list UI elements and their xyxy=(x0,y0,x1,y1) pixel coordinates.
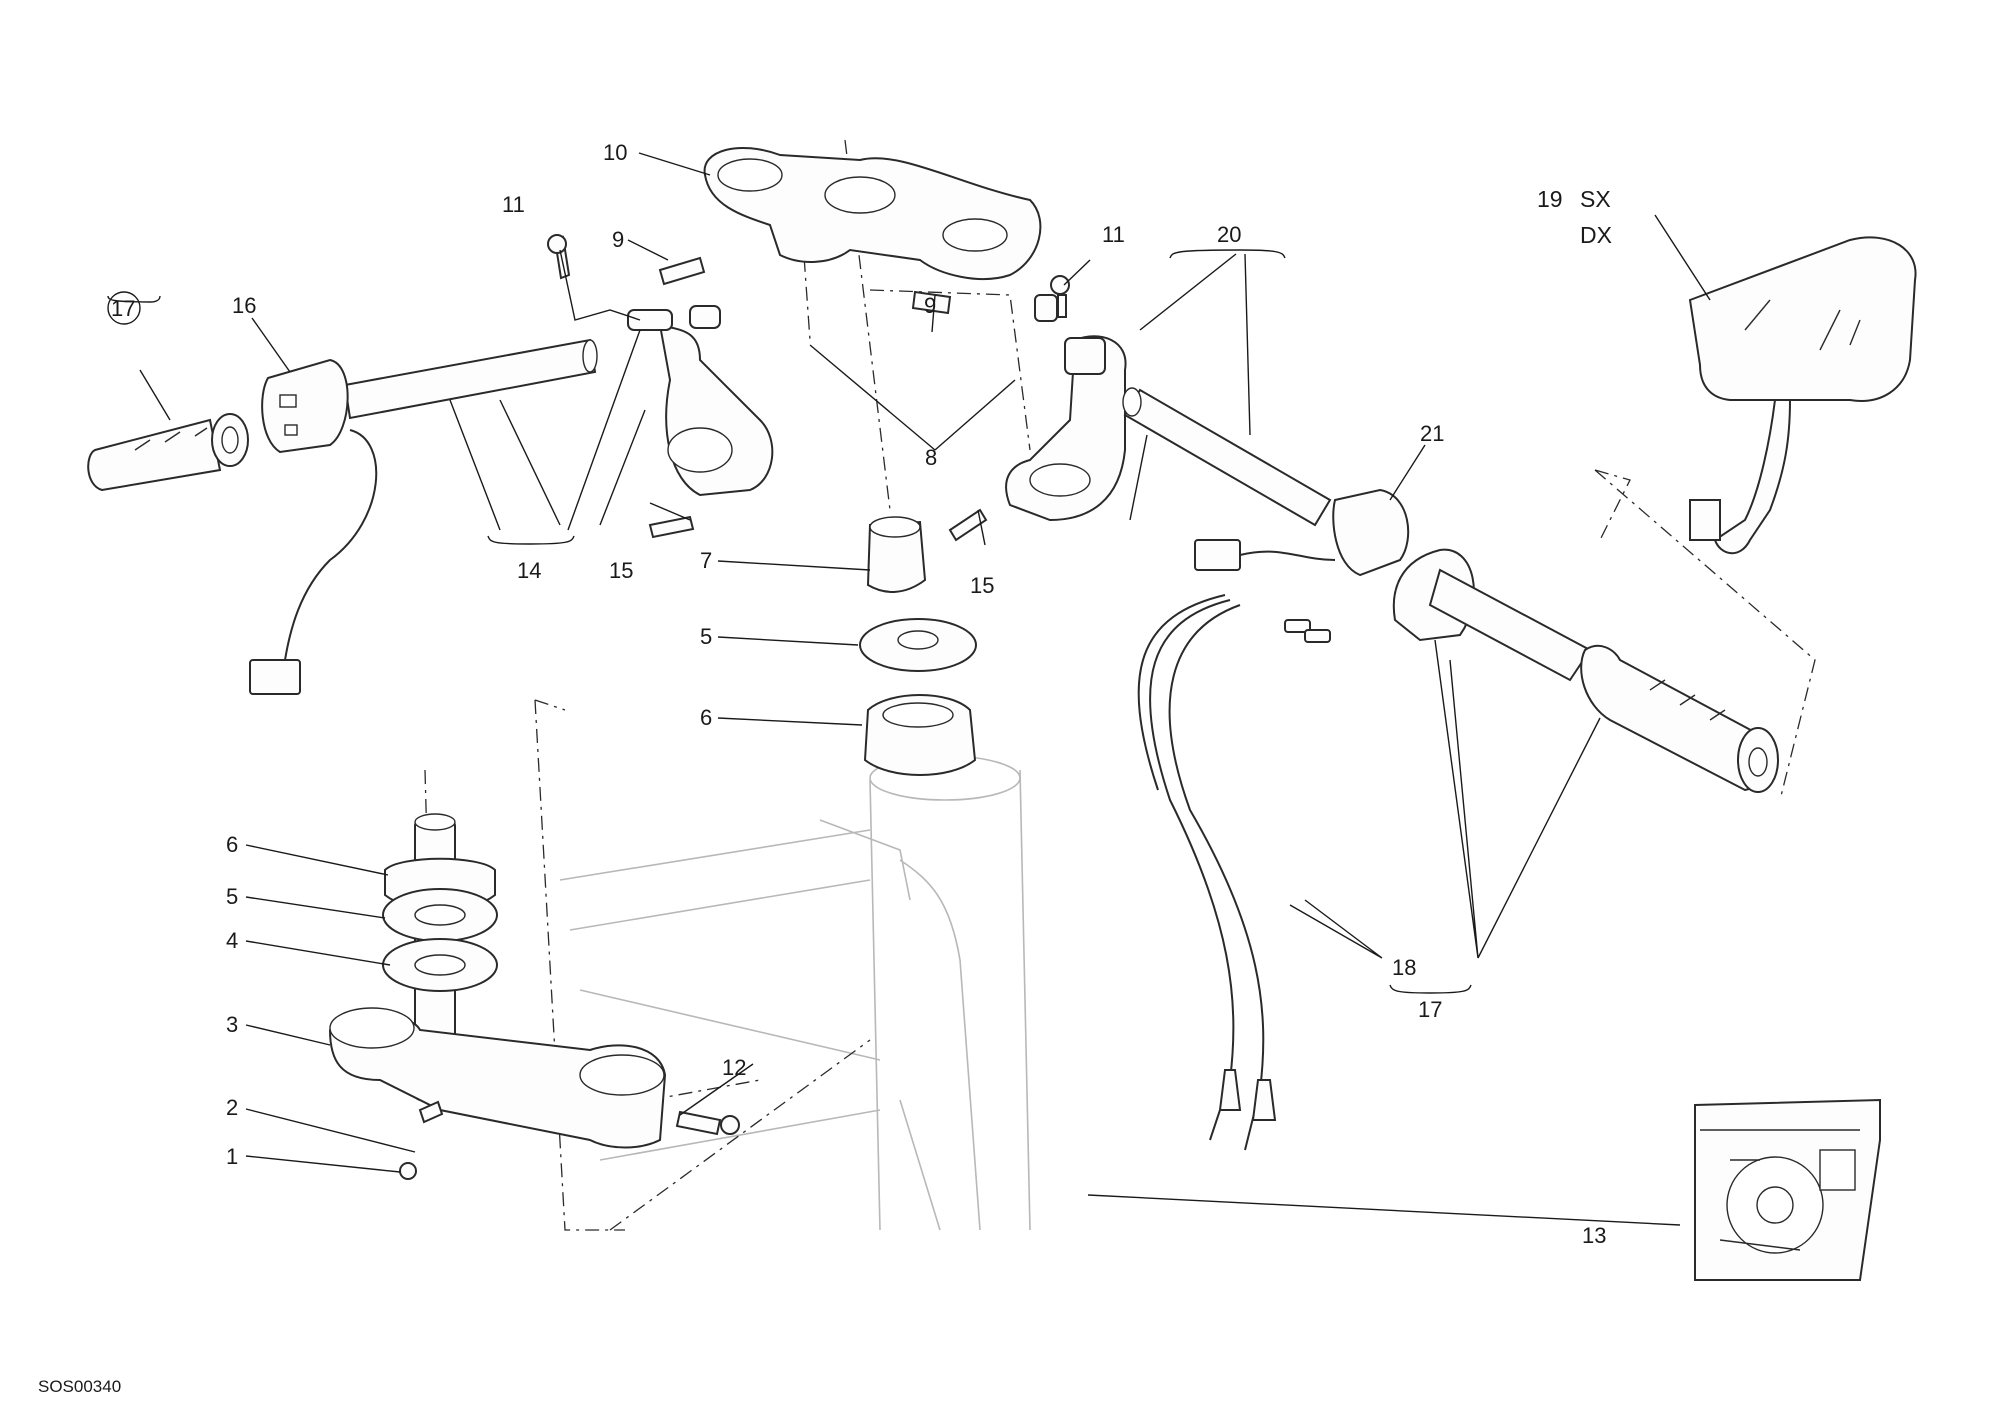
callout-15-left: 15 xyxy=(609,558,633,583)
callout-7: 7 xyxy=(700,548,712,573)
callout-17-circled: 17 xyxy=(107,291,141,325)
left-handlebar-tube xyxy=(343,338,598,420)
callout-3: 3 xyxy=(226,1012,238,1037)
left-handlebar-riser xyxy=(627,305,774,497)
callout-8: 8 xyxy=(925,445,937,470)
callout-21: 21 xyxy=(1420,421,1444,446)
callout-4: 4 xyxy=(226,928,238,953)
callout-11-left: 11 xyxy=(502,192,525,217)
callout-6-upper: 6 xyxy=(700,705,712,730)
callout-15-right: 15 xyxy=(970,573,994,598)
callout-5-lower: 5 xyxy=(226,884,238,909)
callout-17: 17 xyxy=(1418,997,1442,1022)
right-handlebar-riser xyxy=(1005,294,1127,522)
right-switch-housing xyxy=(1194,488,1592,682)
callout-12: 12 xyxy=(722,1055,746,1080)
callout-10: 10 xyxy=(603,140,627,165)
rear-view-mirror xyxy=(1688,236,1917,555)
callout-11-right: 11 xyxy=(1102,222,1125,247)
callout-9-left: 9 xyxy=(612,227,624,252)
control-cables xyxy=(1137,594,1331,1151)
right-grip xyxy=(1580,644,1779,793)
leader-lines xyxy=(107,152,1711,1226)
right-handlebar-tube xyxy=(1122,387,1332,527)
left-grip xyxy=(87,413,249,492)
assembly-axis-lines xyxy=(424,139,1816,1231)
callout-14: 14 xyxy=(517,558,541,583)
callout-16: 16 xyxy=(232,293,256,318)
callout-2: 2 xyxy=(226,1095,238,1120)
callout-labels: 1 2 3 4 5 6 12 15 7 5 6 10 9 9 11 11 8 1… xyxy=(38,140,1612,1396)
callout-20: 20 xyxy=(1217,222,1241,247)
callout-19-dx: DX xyxy=(1580,222,1612,248)
callout-19-sx: SX xyxy=(1580,186,1611,212)
left-switch-housing xyxy=(249,358,378,695)
upper-triple-clamp xyxy=(703,147,1042,281)
callout-9-right: 9 xyxy=(924,293,936,318)
callout-18: 18 xyxy=(1392,955,1416,980)
callout-1: 1 xyxy=(226,1144,238,1169)
callout-19: 19 xyxy=(1537,186,1563,212)
frame-ghost xyxy=(559,755,1031,1231)
callout-13: 13 xyxy=(1582,1223,1606,1248)
callout-17-circled-label: 17 xyxy=(111,296,135,321)
steering-head-parts xyxy=(859,516,977,776)
drawing-code: SOS00340 xyxy=(38,1377,121,1396)
fasteners xyxy=(399,234,1070,1180)
callout-6-lower: 6 xyxy=(226,832,238,857)
callout-5-upper: 5 xyxy=(700,624,712,649)
inset-detail-box xyxy=(1694,1098,1881,1281)
lower-triple-clamp xyxy=(328,813,667,1149)
